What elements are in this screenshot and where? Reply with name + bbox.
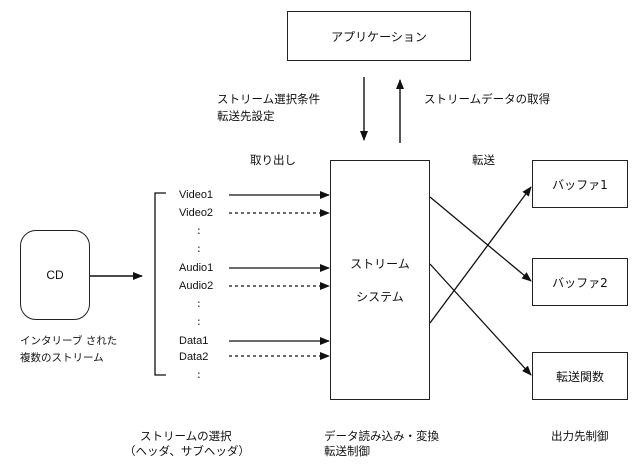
down-label-line2: 転送先設定 bbox=[217, 109, 275, 123]
caption-center-line2: 転送制御 bbox=[324, 444, 370, 458]
ellipsis: : bbox=[197, 242, 201, 255]
stream-video1: Video1 bbox=[179, 189, 214, 201]
stream-system-box: ストリーム システム bbox=[330, 160, 430, 400]
ellipsis: : bbox=[197, 315, 201, 328]
arrow-system-to-buffer1 bbox=[429, 186, 532, 324]
stream-system-line2: システム bbox=[356, 290, 404, 304]
transfer-function-label: 転送関数 bbox=[555, 369, 604, 384]
cd-caption-line2: 複数のストリーム bbox=[20, 352, 104, 364]
stream-bracket bbox=[154, 192, 166, 376]
application-label: アプリケーション bbox=[331, 29, 427, 44]
stream-audio1: Audio1 bbox=[179, 262, 214, 274]
transfer-function-box: 転送関数 bbox=[532, 352, 628, 400]
buffer2-box: バッファ2 bbox=[532, 258, 628, 306]
caption-left-line1: ストリームの選択 bbox=[140, 429, 232, 443]
ellipsis: : bbox=[197, 224, 201, 237]
buffer2-label: バッファ2 bbox=[552, 275, 608, 290]
cd-label: CD bbox=[46, 268, 64, 282]
buffer1-label: バッファ1 bbox=[552, 177, 608, 192]
caption-right: 出力先制御 bbox=[551, 429, 609, 443]
up-label: ストリームデータの取得 bbox=[424, 92, 551, 106]
ellipsis: : bbox=[197, 368, 201, 381]
ellipsis: : bbox=[197, 297, 201, 310]
stream-data1: Data1 bbox=[179, 335, 209, 347]
cd-caption-line1: インタリーブ された bbox=[20, 335, 118, 347]
caption-center-line1: データ読み込み・変換 bbox=[324, 429, 439, 443]
stream-data2: Data2 bbox=[179, 351, 209, 363]
stream-video2: Video2 bbox=[179, 207, 214, 219]
buffer1-box: バッファ1 bbox=[532, 160, 628, 208]
caption-left-line2: （ヘッダ、サブヘッダ） bbox=[124, 444, 250, 458]
application-box: アプリケーション bbox=[287, 11, 471, 61]
arrow-system-to-transfer-fn bbox=[429, 263, 532, 376]
arrow-system-to-buffer2 bbox=[429, 196, 532, 282]
stream-system-line1: ストリーム bbox=[350, 257, 410, 271]
cd-box: CD bbox=[20, 230, 90, 320]
transfer-label: 転送 bbox=[472, 153, 495, 167]
extract-label: 取り出し bbox=[250, 153, 296, 167]
stream-audio2: Audio2 bbox=[179, 280, 214, 292]
down-label-line1: ストリーム選択条件 bbox=[217, 92, 321, 106]
